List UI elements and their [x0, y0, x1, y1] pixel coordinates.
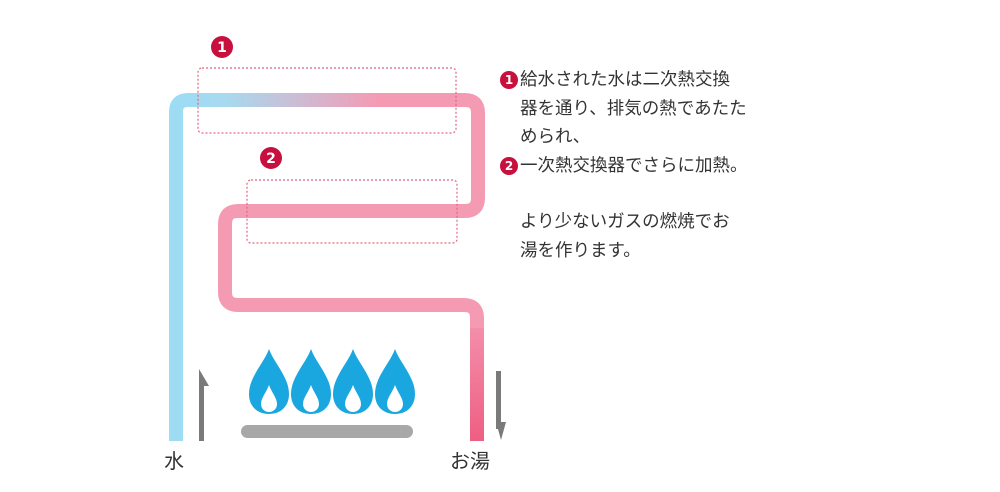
flame-icon — [375, 349, 415, 414]
flame-icon — [291, 349, 331, 414]
burner-flames — [249, 349, 415, 414]
step-1-badge: 1 — [500, 71, 518, 90]
flame-icon — [333, 349, 373, 414]
up-arrow-icon — [199, 369, 209, 441]
secondary-exchanger-zone — [197, 67, 457, 134]
water-label: 水 — [164, 449, 184, 473]
step1-line-1: 給水された水は二次熱交換 — [520, 70, 730, 90]
burner-plate — [241, 425, 413, 438]
step1-line-2: 器を通り、排気の熱であたた — [520, 98, 747, 119]
down-arrow-icon — [496, 371, 506, 440]
marker-2-label: 2 — [266, 151, 276, 167]
step1-line-3: められ、 — [520, 127, 591, 147]
marker-1-label: 1 — [217, 40, 227, 56]
primary-exchanger-pipe — [218, 93, 485, 330]
summary-line-1: より少ないガスの燃焼でお — [520, 212, 730, 232]
hot-water-label: お湯 — [450, 449, 490, 473]
marker-2: 2 — [260, 147, 282, 169]
marker-1: 1 — [211, 36, 233, 58]
step-2-badge: 2 — [500, 156, 518, 175]
description-text: 1 給水された水は二次熱交換 器を通り、排気の熱であたた められ、 2 一次熱交… — [500, 66, 830, 265]
summary-line-2: 湯を作ります。 — [520, 240, 641, 261]
primary-exchanger-zone — [246, 179, 458, 244]
step2-line: 一次熱交換器でさらに加熱。 — [520, 155, 748, 176]
flame-icon — [249, 349, 289, 414]
cold-water-inlet-pipe — [169, 93, 198, 441]
